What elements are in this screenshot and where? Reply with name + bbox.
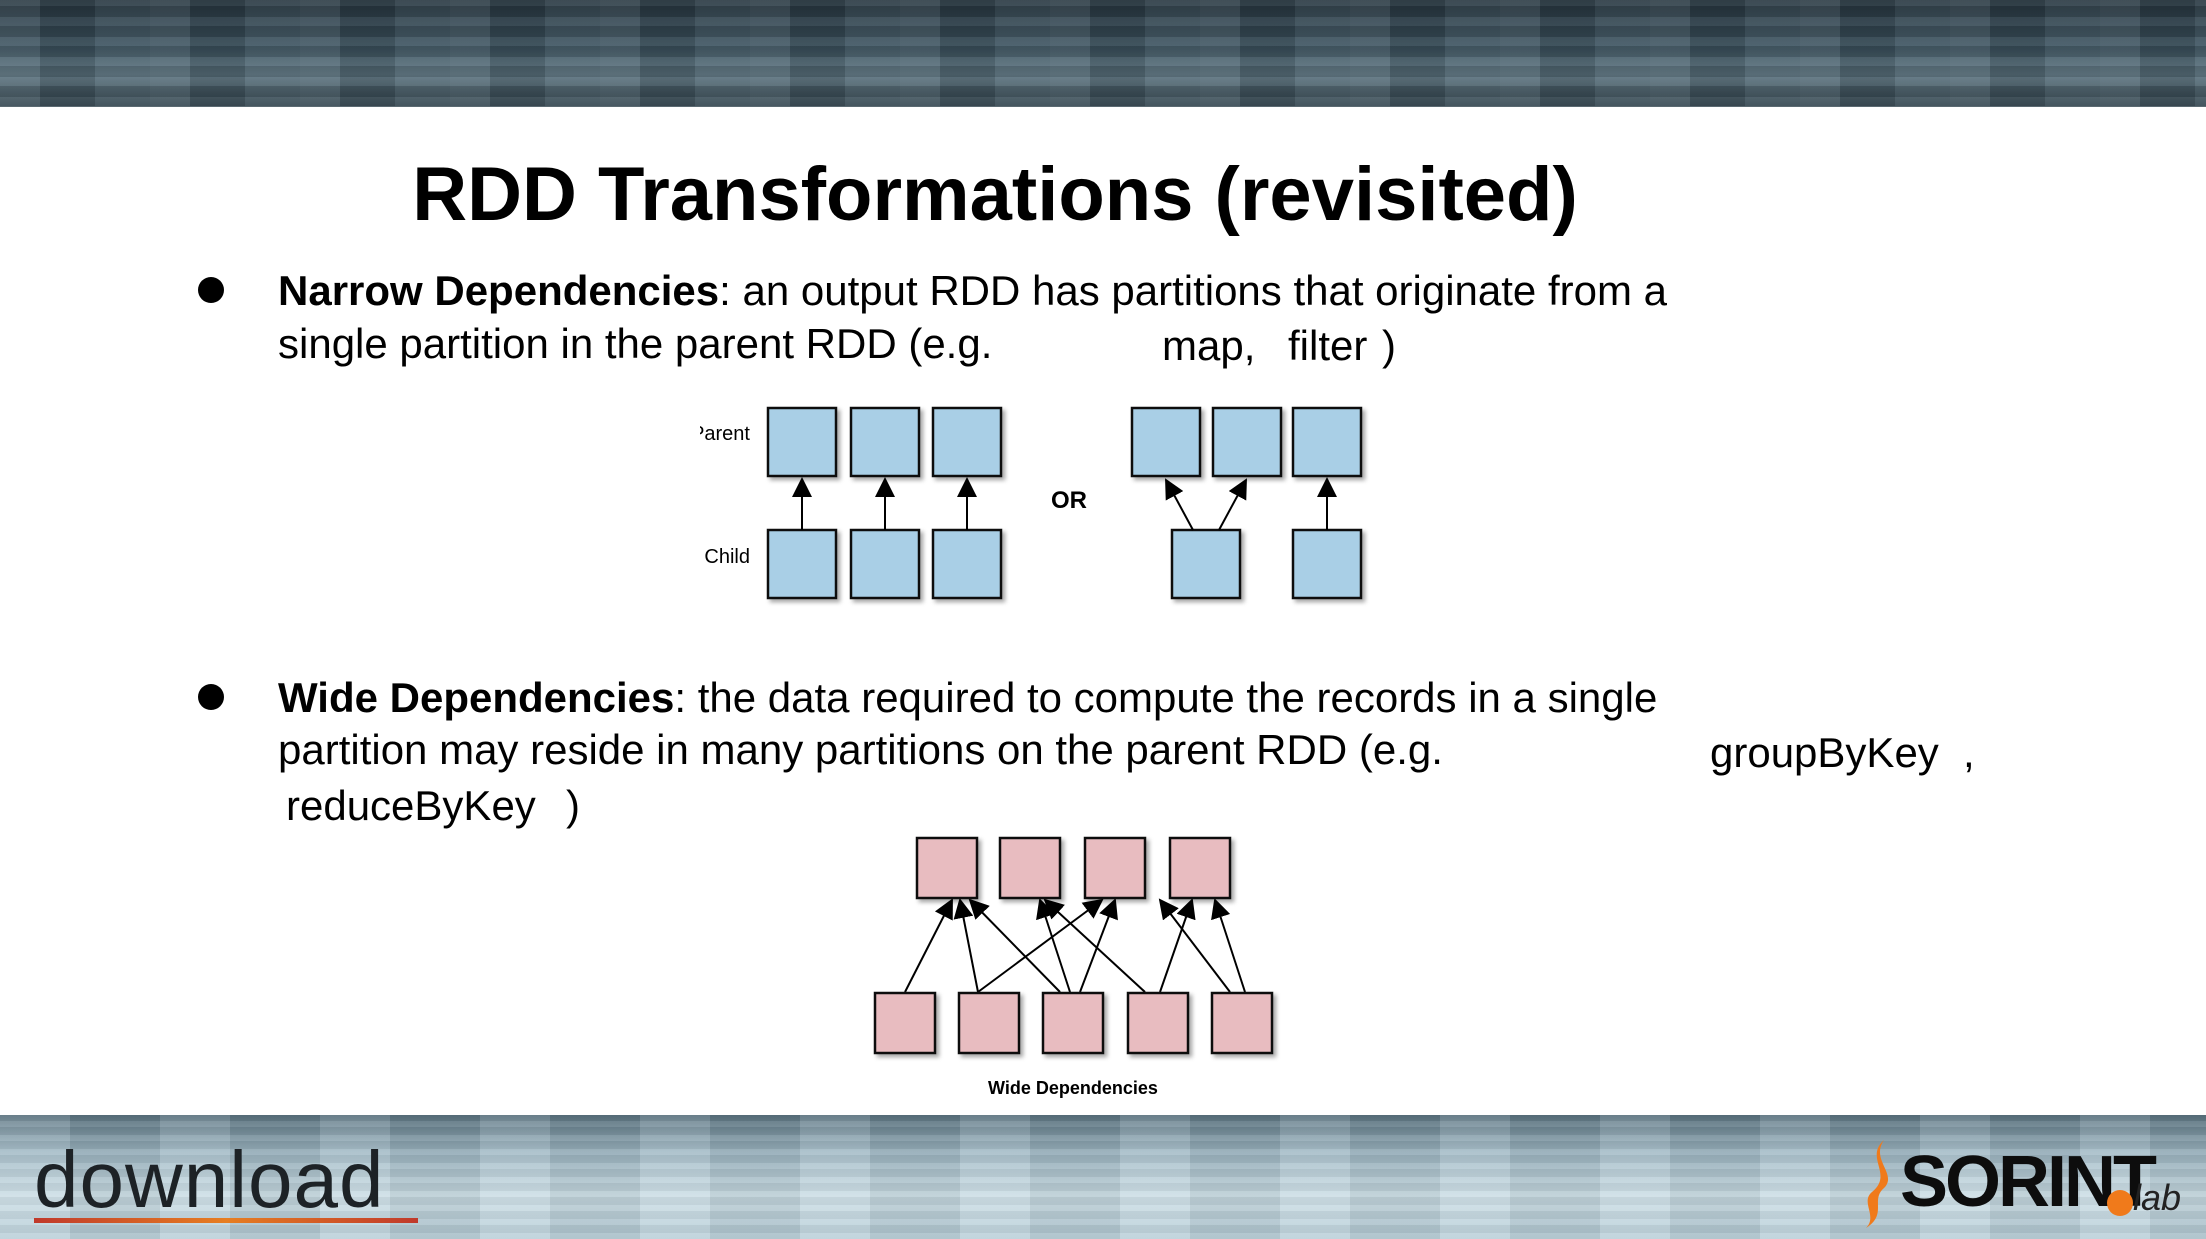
child-partition xyxy=(873,991,937,1055)
parent-partition xyxy=(931,406,1003,478)
wide-close-paren: ) xyxy=(566,782,580,829)
child-partition xyxy=(931,528,1003,600)
dependency-arrow xyxy=(1158,898,1231,993)
parent-partition xyxy=(1211,406,1283,478)
dependency-arrow xyxy=(1211,898,1246,993)
wide-line-1: Wide Dependencies: the data required to … xyxy=(278,671,1657,724)
sorint-logo-lab: lab xyxy=(2133,1177,2182,1218)
dependency-arrow xyxy=(1159,898,1196,993)
parent-partition xyxy=(1168,836,1232,900)
parent-partition xyxy=(766,406,838,478)
narrow-code-map: map, xyxy=(1162,322,1256,369)
dependency-arrow xyxy=(1043,898,1146,993)
child-partition xyxy=(1291,528,1363,600)
wide-line-1-rest: : the data required to compute the recor… xyxy=(674,674,1658,721)
child-partition xyxy=(957,991,1021,1055)
parent-partition xyxy=(915,836,979,900)
wide-diagram-caption: Wide Dependencies xyxy=(988,1078,1158,1098)
dependency-arrow xyxy=(1036,898,1071,993)
child-label: Child xyxy=(704,546,750,568)
dependency-arrow xyxy=(977,898,1104,993)
child-partition xyxy=(1210,991,1274,1055)
sorint-flame-icon xyxy=(1866,1140,1889,1228)
parent-partition xyxy=(849,406,921,478)
download-logo: download xyxy=(34,1135,385,1224)
narrow-term: Narrow Dependencies xyxy=(278,267,720,314)
child-partition xyxy=(1041,991,1105,1055)
parent-partition xyxy=(1130,406,1202,478)
dependency-arrow xyxy=(953,898,979,993)
or-label: OR xyxy=(1051,487,1087,514)
wide-code-reducebykey: reduceByKey xyxy=(286,782,536,829)
bullet-dot xyxy=(198,684,224,710)
narrow-dependency-diagram: Parent Child OR xyxy=(700,406,1363,600)
wide-term: Wide Dependencies xyxy=(278,674,675,721)
sorint-logo-dot xyxy=(2107,1190,2133,1216)
wide-comma: , xyxy=(1963,729,1975,776)
wide-code-groupbykey: groupByKey xyxy=(1710,729,1939,776)
parent-partition xyxy=(998,836,1062,900)
download-logo-underline xyxy=(34,1218,418,1223)
dependency-arrow xyxy=(904,898,953,993)
child-partition xyxy=(1170,528,1242,600)
bullet-dot xyxy=(198,277,224,303)
dependency-arrow xyxy=(1079,898,1118,993)
top-banner-image xyxy=(0,0,2206,107)
narrow-code-filter: filter xyxy=(1288,322,1368,369)
wide-line-2: partition may reside in many partitions … xyxy=(278,726,1443,773)
wide-dependency-diagram: Wide Dependencies xyxy=(873,836,1274,1098)
narrow-line-2: single partition in the parent RDD (e.g. xyxy=(278,320,993,367)
parent-partition xyxy=(1083,836,1147,900)
parent-partition xyxy=(1291,406,1363,478)
child-partition xyxy=(849,528,921,600)
dependency-arrow xyxy=(968,898,1061,993)
child-partition xyxy=(1126,991,1190,1055)
slide-title: RDD Transformations (revisited) xyxy=(412,152,1578,237)
dependency-arrow xyxy=(1218,478,1247,531)
narrow-line-1: Narrow Dependencies: an output RDD has p… xyxy=(278,264,1667,317)
dependency-arrow xyxy=(1165,478,1194,531)
narrow-line-1-rest: : an output RDD has partitions that orig… xyxy=(719,267,1667,314)
narrow-close-paren: ) xyxy=(1382,322,1396,369)
child-partition xyxy=(766,528,838,600)
parent-label: Parent xyxy=(700,423,750,445)
